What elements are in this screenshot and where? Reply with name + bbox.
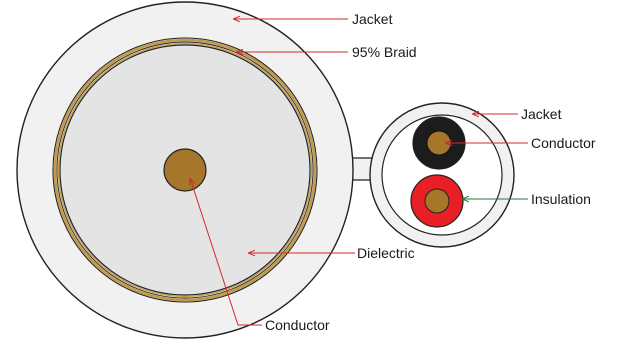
braid-ring-mid xyxy=(56,41,314,299)
braid-ring xyxy=(53,38,317,302)
red-conductor xyxy=(424,188,450,214)
braid-ring-outer xyxy=(52,37,318,303)
label-dielectric: Dielectric xyxy=(357,245,415,261)
braid-ring-inner-gold xyxy=(57,42,313,298)
label-jacket-small: Jacket xyxy=(521,106,562,122)
label-insulation: Insulation xyxy=(531,191,591,207)
leader-conductor-main xyxy=(190,178,262,326)
coax-conductor xyxy=(163,148,207,192)
label-conductor-main: Conductor xyxy=(265,317,330,333)
label-jacket-main: Jacket xyxy=(352,11,393,27)
label-braid: 95% Braid xyxy=(352,44,417,60)
label-conductor-small: Conductor xyxy=(531,135,596,151)
